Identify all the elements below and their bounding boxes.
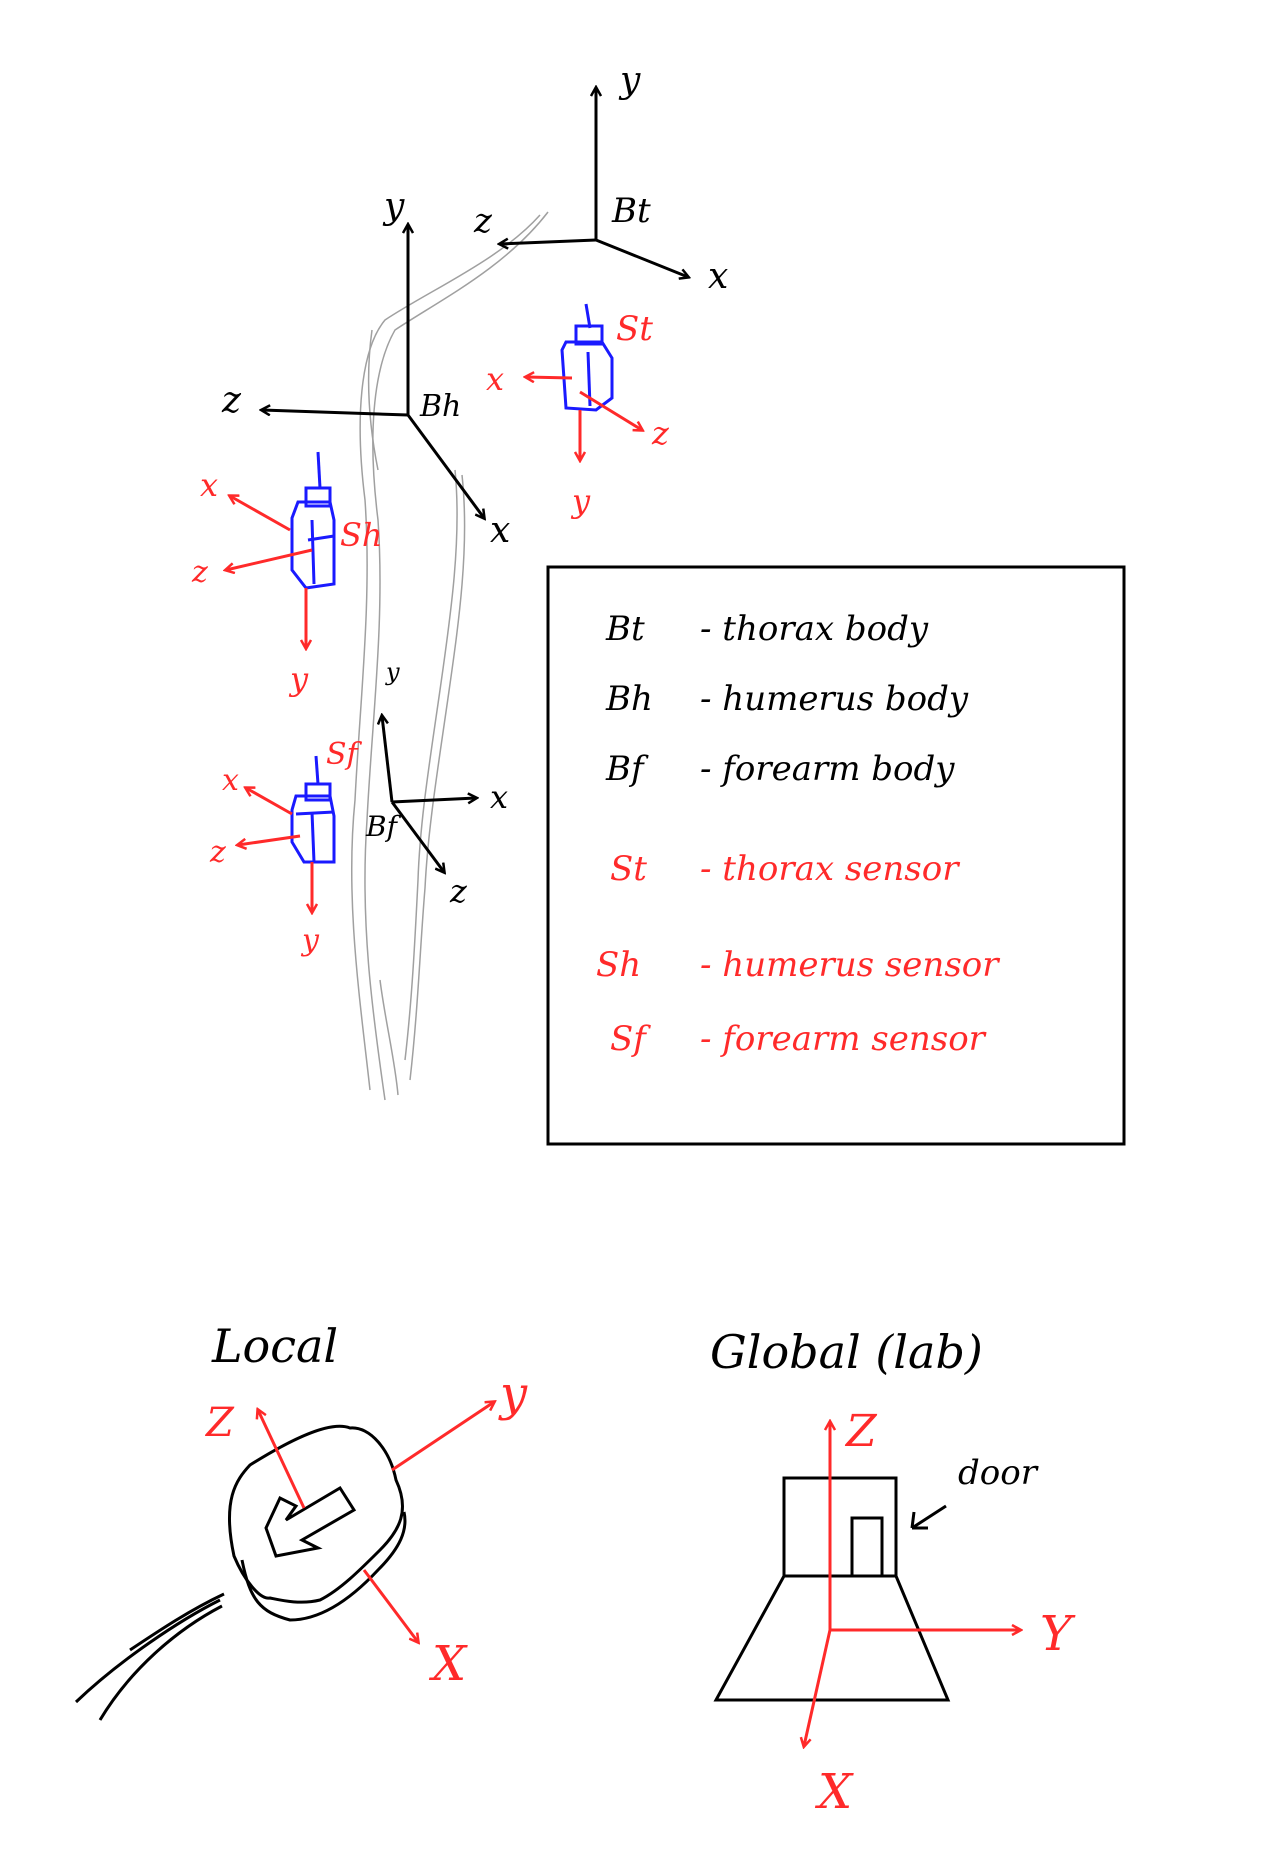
global-axes [804, 1422, 1020, 1746]
local-title: Local [211, 1319, 338, 1373]
thorax-sensor-y-label: y [570, 482, 591, 520]
global-y-label: Y [1040, 1606, 1076, 1662]
local-y-axis [391, 1402, 494, 1472]
legend-text: - forearm body [700, 749, 955, 789]
legend-symbol: Bt [605, 609, 645, 649]
humerus-sensor-z-label: z [191, 555, 208, 590]
forearm-z-label: z [449, 872, 468, 910]
local-axes [258, 1402, 494, 1642]
local-z-label: Z [204, 1400, 235, 1446]
thorax-sensor-x-label: x [486, 360, 504, 398]
legend-text: - forearm sensor [700, 1019, 987, 1059]
arm-sketch [350, 211, 549, 1101]
local-x-label: X [428, 1636, 468, 1692]
humerus-x-label: x [490, 510, 510, 551]
legend-symbol: St [610, 849, 647, 889]
legend-symbol: Sh [596, 945, 641, 985]
forearm-y-label: y [385, 658, 400, 686]
thorax-z-axis [500, 240, 597, 244]
thorax-y-label: y [618, 60, 641, 101]
thorax-sensor-label: St [616, 309, 653, 349]
humerus-sensor-axes [226, 496, 313, 648]
humerus-body-label: Bh [419, 389, 461, 424]
forearm-y-axis [382, 716, 394, 803]
humerus-body-frame [262, 225, 484, 518]
forearm-x-axis [391, 798, 476, 802]
thorax-z-label: z [473, 201, 493, 241]
forearm-sensor-z-label: z [209, 835, 226, 870]
door-label: door [958, 1453, 1039, 1493]
thorax-sensor-icon [560, 303, 614, 412]
humerus-sensor-icon [290, 451, 336, 590]
forearm-body-label: Bf [365, 810, 402, 843]
legend-row-forearm-body: Bf - forearm body [605, 749, 955, 789]
legend-row-forearm-sensor: Sf - forearm sensor [610, 1019, 987, 1059]
local-sensor-sketch [74, 1424, 407, 1721]
legend-symbol: Bh [605, 679, 653, 719]
global-title: Global (lab) [710, 1325, 983, 1379]
forearm-sensor-x-label: x [222, 763, 239, 798]
global-x-label: X [814, 1764, 854, 1820]
forearm-sensor-y-label: y [300, 923, 320, 958]
floor [713, 1575, 951, 1702]
legend-row-humerus-sensor: Sh - humerus sensor [596, 945, 1000, 985]
thorax-body-label: Bt [611, 191, 651, 231]
thorax-x-label: x [708, 256, 728, 297]
legend-text: - thorax body [700, 609, 929, 649]
forearm-body-frame [382, 716, 476, 872]
global-z-label: Z [844, 1406, 878, 1457]
humerus-z-axis [262, 410, 409, 417]
legend-row-humerus-body: Bh - humerus body [605, 679, 969, 719]
thorax-sensor-axes [526, 377, 642, 460]
humerus-sensor-x-label: x [200, 466, 218, 504]
legend-text: - humerus body [700, 679, 969, 719]
humerus-sensor-label: Sh [340, 516, 383, 554]
lab-room-sketch [713, 1476, 951, 1702]
forearm-sensor-icon [290, 755, 336, 864]
legend-text: - humerus sensor [700, 945, 1000, 985]
forearm-sensor-label: Sf [326, 737, 363, 772]
legend-text: - thorax sensor [700, 849, 960, 889]
local-y-label: y [498, 1366, 528, 1422]
global-x-axis [804, 1629, 832, 1746]
thorax-x-axis [595, 238, 688, 277]
local-x-axis [362, 1569, 418, 1642]
legend-row-thorax-body: Bt - thorax body [605, 609, 929, 649]
legend-box [546, 565, 1126, 1146]
door-icon [850, 1516, 884, 1578]
forearm-sensor-axes [238, 788, 312, 912]
humerus-x-axis [406, 414, 484, 518]
back-wall [782, 1476, 898, 1578]
forearm-x-label: x [490, 778, 508, 816]
legend-symbol: Sf [610, 1019, 651, 1059]
door-pointer-arrow [910, 1504, 947, 1530]
humerus-sensor-y-label: y [288, 660, 309, 698]
humerus-y-label: y [382, 186, 405, 227]
local-z-axis [258, 1410, 306, 1509]
legend-symbol: Bf [605, 749, 649, 789]
legend-row-thorax-sensor: St - thorax sensor [610, 849, 960, 889]
thorax-body-frame [500, 88, 688, 277]
thorax-sensor-z-label: z [651, 414, 670, 452]
humerus-z-label: z [221, 380, 242, 421]
forearm-z-axis [390, 801, 444, 872]
